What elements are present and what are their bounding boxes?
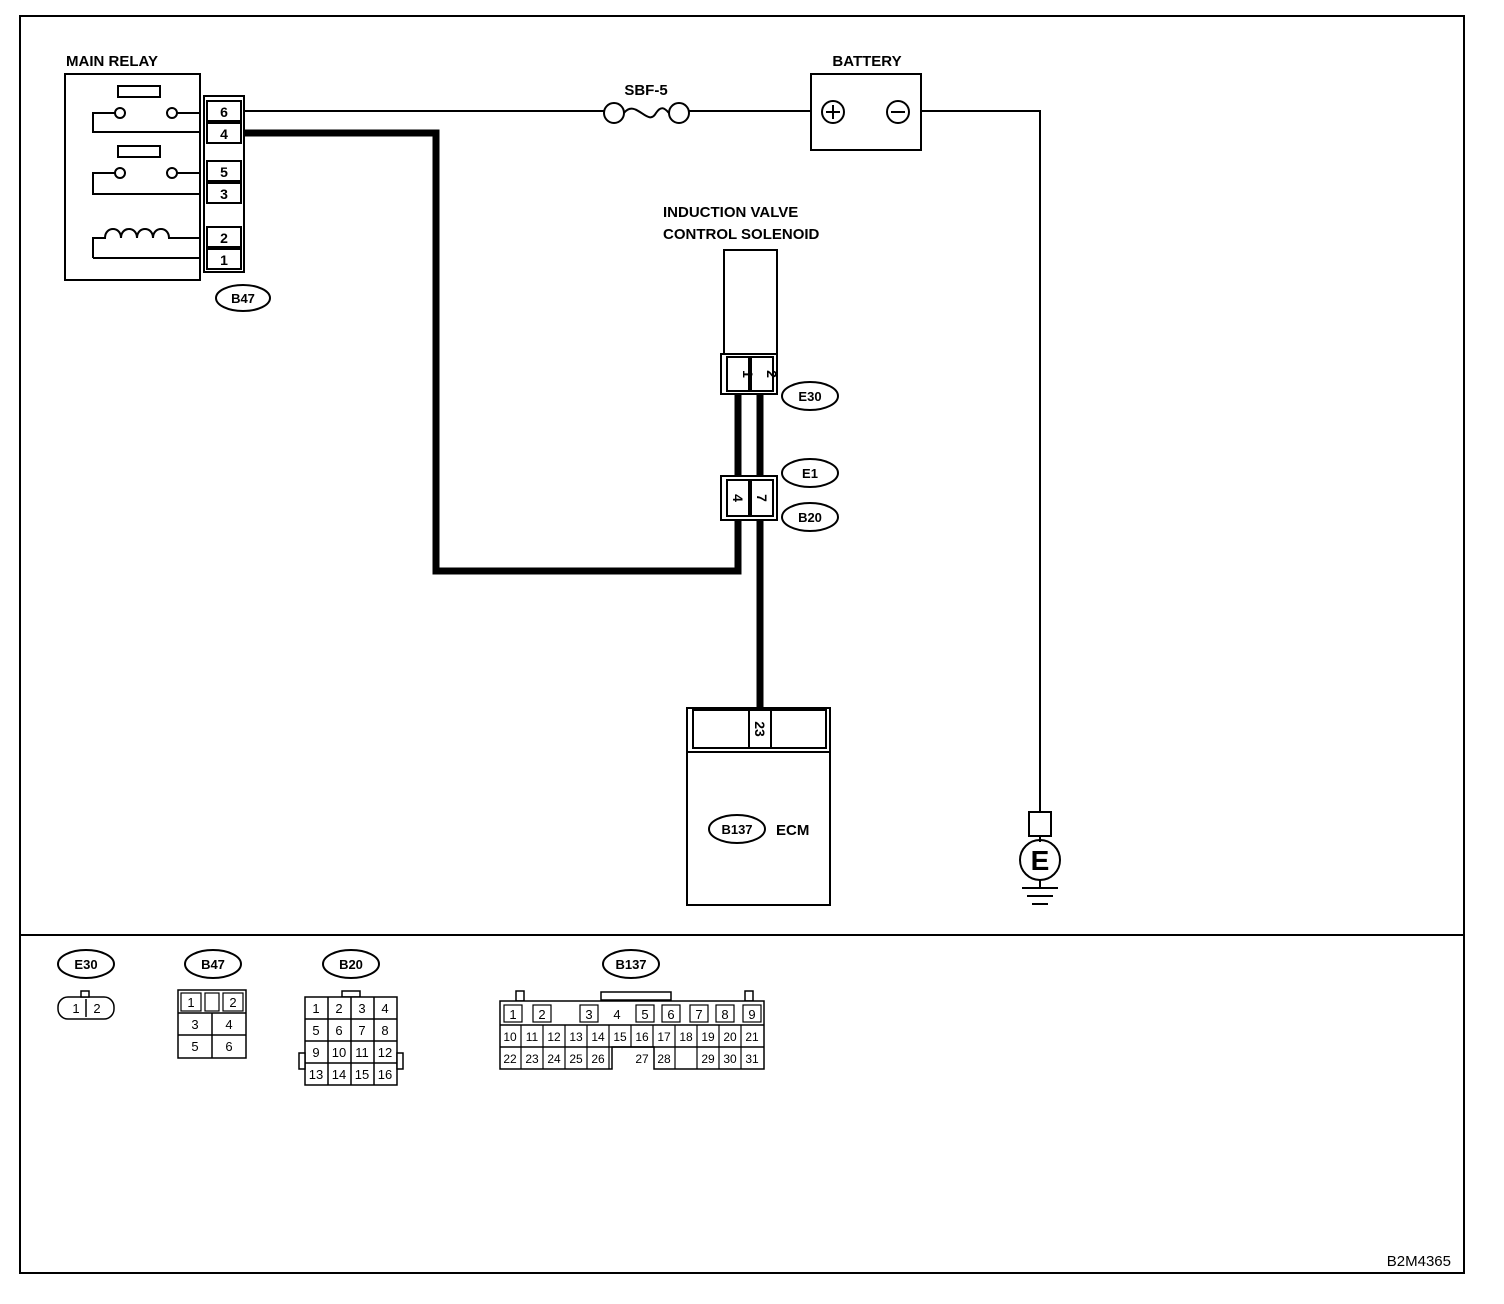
- view-b137-pin-3: 3: [585, 1007, 592, 1022]
- view-b137-pin-17: 17: [657, 1030, 671, 1044]
- ground-label: E: [1031, 845, 1050, 876]
- main-relay: MAIN RELAY 6 4 5 3 2 1 B47: [64, 53, 271, 312]
- ecm-label: ECM: [776, 822, 809, 839]
- view-b20-pin-3: 3: [358, 1001, 365, 1016]
- view-b137-pin-1: 1: [509, 1007, 516, 1022]
- solenoid-label-line1: INDUCTION VALVE: [663, 204, 798, 221]
- view-b137-pin-28: 28: [657, 1052, 671, 1066]
- view-b20-pin-14: 14: [332, 1067, 346, 1082]
- connector-b20-tag: B20: [798, 510, 822, 525]
- solenoid-label-line2: CONTROL SOLENOID: [663, 226, 820, 243]
- view-b137-pin-10: 10: [503, 1030, 517, 1044]
- view-b137-pin-24: 24: [547, 1052, 561, 1066]
- view-b137-pin-30: 30: [723, 1052, 737, 1066]
- view-b137-title: B137: [615, 957, 646, 972]
- view-b20-pin-2: 2: [335, 1001, 342, 1016]
- connector-e1-tag: E1: [802, 466, 818, 481]
- view-b137-pin-21: 21: [745, 1030, 759, 1044]
- relay-pin-1: 1: [220, 252, 228, 268]
- relay-pin-4: 4: [220, 126, 228, 142]
- view-b47-pin-2: 2: [229, 995, 236, 1010]
- view-b137-pin-20: 20: [723, 1030, 737, 1044]
- view-b20-pin-15: 15: [355, 1067, 369, 1082]
- view-b20-pin-13: 13: [309, 1067, 323, 1082]
- view-b47-pin-5: 5: [191, 1039, 198, 1054]
- view-b47-pin-3: 3: [191, 1017, 198, 1032]
- view-b137-pin-27: 27: [635, 1052, 649, 1066]
- view-b137-pin-14: 14: [591, 1030, 605, 1044]
- view-b137-pin-7: 7: [695, 1007, 702, 1022]
- main-relay-label: MAIN RELAY: [66, 53, 158, 70]
- view-b20-pin-8: 8: [381, 1023, 388, 1038]
- view-b20-pin-9: 9: [312, 1045, 319, 1060]
- view-e30-pin-2: 2: [93, 1001, 100, 1016]
- view-b137-pin-12: 12: [547, 1030, 561, 1044]
- view-b137-pin-9: 9: [748, 1007, 755, 1022]
- view-b137-pin-18: 18: [679, 1030, 693, 1044]
- view-b20-pin-16: 16: [378, 1067, 392, 1082]
- ecm: 23 B137 ECM: [686, 707, 831, 906]
- connector-view-e30: E30 1 2: [57, 949, 115, 1020]
- view-b20-pin-6: 6: [335, 1023, 342, 1038]
- view-b20-pin-1: 1: [312, 1001, 319, 1016]
- battery: BATTERY: [810, 53, 922, 151]
- connector-view-b47: B47 1 2 3 4 5 6: [177, 949, 247, 1059]
- joint-pin-4: 4: [730, 494, 746, 502]
- fuse-sbf-5: SBF-5: [603, 82, 690, 124]
- view-b137-pin-2: 2: [538, 1007, 545, 1022]
- view-b137-pin-29: 29: [701, 1052, 715, 1066]
- ground-e: E: [1019, 811, 1061, 905]
- view-b47-pin-1: 1: [187, 995, 194, 1010]
- view-b20-pin-10: 10: [332, 1045, 346, 1060]
- view-b137-pin-5: 5: [641, 1007, 648, 1022]
- joint-pin-7: 7: [754, 494, 770, 502]
- connector-e30-tag: E30: [798, 389, 821, 404]
- figure-id: B2M4365: [1387, 1253, 1451, 1270]
- view-b137-pin-16: 16: [635, 1030, 649, 1044]
- ecm-pin-23: 23: [752, 721, 768, 737]
- view-e30-pin-1: 1: [72, 1001, 79, 1016]
- view-e30-title: E30: [74, 957, 97, 972]
- joint-connector-e1-b20: 4 7 E1 B20: [720, 458, 839, 532]
- relay-pin-5: 5: [220, 164, 228, 180]
- induction-valve-control-solenoid: INDUCTION VALVE CONTROL SOLENOID 1 2 E30: [663, 204, 839, 411]
- view-b137-pin-8: 8: [721, 1007, 728, 1022]
- view-b20-pin-7: 7: [358, 1023, 365, 1038]
- view-b137-pin-15: 15: [613, 1030, 627, 1044]
- view-b20-title: B20: [339, 957, 363, 972]
- view-b20-pin-11: 11: [355, 1045, 369, 1060]
- view-b137-pin-22: 22: [503, 1052, 517, 1066]
- view-b137-pin-13: 13: [569, 1030, 583, 1044]
- view-b47-pin-6: 6: [225, 1039, 232, 1054]
- connector-b47-tag: B47: [231, 291, 255, 306]
- relay-pin-2: 2: [220, 230, 228, 246]
- view-b47-pin-4: 4: [225, 1017, 232, 1032]
- view-b20-pin-12: 12: [378, 1045, 392, 1060]
- view-b20-pin-5: 5: [312, 1023, 319, 1038]
- view-b47-title: B47: [201, 957, 225, 972]
- view-b20-pin-4: 4: [381, 1001, 388, 1016]
- view-b137-pin-11: 11: [526, 1030, 539, 1044]
- solenoid-pin-2: 2: [764, 370, 780, 378]
- solenoid-pin-1: 1: [740, 370, 756, 378]
- view-b137-pin-23: 23: [525, 1052, 539, 1066]
- view-b137-pin-25: 25: [569, 1052, 583, 1066]
- relay-pin-6: 6: [220, 104, 228, 120]
- view-b137-pin-19: 19: [701, 1030, 715, 1044]
- relay-pin-3: 3: [220, 186, 228, 202]
- view-b137-pin-6: 6: [667, 1007, 674, 1022]
- view-b137-pin-4: 4: [613, 1007, 620, 1022]
- view-b137-pin-26: 26: [591, 1052, 605, 1066]
- fuse-label: SBF-5: [624, 82, 667, 99]
- view-b137-pin-31: 31: [745, 1052, 759, 1066]
- diagram-frame: [19, 15, 1465, 1274]
- battery-label: BATTERY: [832, 53, 901, 70]
- connector-b137-tag: B137: [721, 822, 752, 837]
